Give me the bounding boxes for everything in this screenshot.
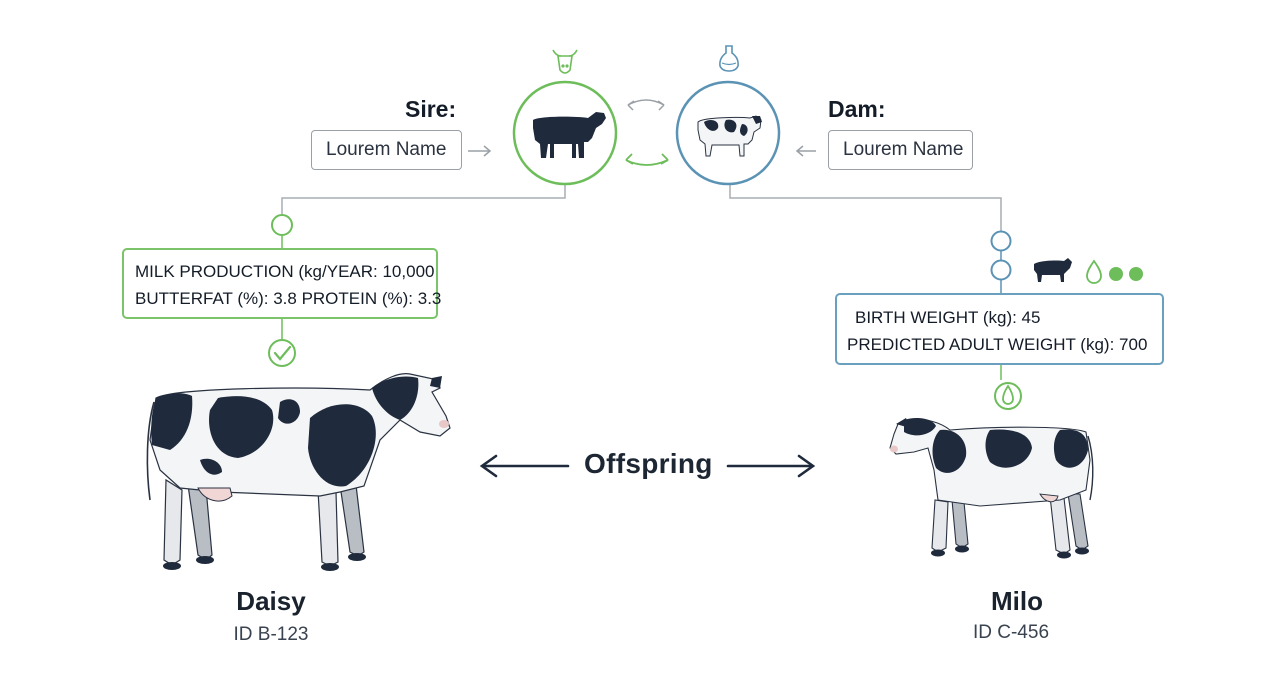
check-icon [268, 339, 296, 367]
left-animal-name: Daisy [236, 586, 306, 616]
milk-production-text: MILK PRODUCTION (kg/YEAR: 10,000 [135, 262, 435, 281]
right-animal-id: ID C-456 [972, 622, 1050, 643]
left-animal-id: ID B-123 [233, 624, 309, 645]
offspring-arrows [479, 454, 816, 478]
drop-icon [1086, 259, 1102, 284]
birth-weight-text: BIRTH WEIGHT (kg): 45 [855, 308, 1041, 327]
green-dot-1 [1109, 267, 1123, 281]
dam-connector-line [729, 178, 1002, 232]
offspring-stats-box: BIRTH WEIGHT (kg): 45 PREDICTED ADULT WE… [835, 293, 1164, 365]
predicted-adult-weight-text: PREDICTED ADULT WEIGHT (kg): 700 [847, 335, 1148, 354]
dam-node-circle-2 [990, 259, 1012, 281]
sire-cow-icon [533, 112, 606, 158]
milo-cow-illustration [889, 418, 1094, 559]
milk-bottle-icon [719, 45, 739, 72]
daisy-cow-illustration [146, 373, 451, 571]
dam-label: Dam: [828, 96, 886, 122]
sire-connector-line [281, 178, 566, 214]
dam-name-field[interactable]: Lourem Name [828, 130, 973, 170]
butterfat-protein-text: BUTTERFAT (%): 3.8 PROTEIN (%): 3.3 [135, 289, 442, 308]
sire-node-circle [271, 214, 293, 236]
dam-node-circle-1 [990, 230, 1012, 252]
green-dot-2 [1129, 267, 1143, 281]
exchange-arrows-green-icon [625, 153, 669, 166]
sire-stats-box: MILK PRODUCTION (kg/YEAR: 10,000 BUTTERF… [122, 248, 442, 319]
exchange-arrows-icon [627, 99, 665, 111]
cow-head-icon [552, 49, 578, 74]
offspring-label: Offspring [584, 448, 713, 479]
drop-circle-icon [994, 382, 1022, 410]
right-animal-name: Milo [991, 586, 1043, 616]
dam-cow-icon [697, 115, 762, 157]
sire-name-field[interactable]: Lourem Name [311, 130, 462, 170]
sire-label: Sire: [405, 96, 457, 122]
small-cow-icon [1034, 258, 1072, 282]
